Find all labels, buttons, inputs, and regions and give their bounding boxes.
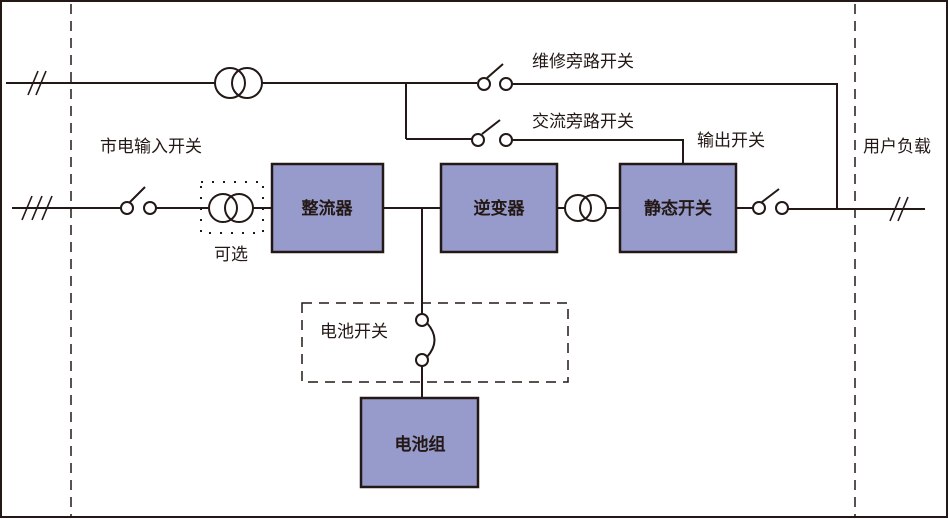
bypass-transformer-icon	[214, 67, 263, 99]
maintenance-bypass-switch-icon	[477, 63, 513, 91]
battery-label: 电池组	[395, 434, 446, 455]
user-load-label: 用户负载	[863, 137, 931, 157]
output-transformer-icon	[564, 194, 607, 222]
battery-block	[359, 396, 480, 489]
ac-bypass-switch-icon	[471, 119, 513, 147]
maintenance-bypass-switch-label: 维修旁路开关	[532, 52, 634, 72]
input-transformer-icon	[208, 193, 254, 223]
two-phase-output-marker-icon	[889, 196, 909, 222]
mains-input-switch-label: 市电输入开关	[100, 137, 202, 157]
output-switch-label: 输出开关	[697, 131, 765, 151]
optional-dotted-box	[200, 181, 264, 234]
battery-switch-label: 电池开关	[320, 322, 388, 342]
battery-switch-dashed-box	[301, 302, 569, 383]
rectifier-block	[270, 162, 385, 254]
mains-input-switch-icon	[120, 186, 157, 215]
output-switch-icon	[752, 188, 789, 215]
inverter-label: 逆变器	[474, 198, 526, 219]
static-switch-label: 静态开关	[644, 198, 712, 219]
inverter-block	[439, 162, 559, 254]
ac-bypass-switch-label: 交流旁路开关	[532, 112, 634, 132]
optional-label: 可选	[214, 245, 248, 265]
rectifier-label: 整流器	[302, 198, 354, 219]
three-phase-marker-icon	[21, 195, 53, 221]
battery-switch-icon	[415, 313, 436, 367]
two-phase-marker-icon	[27, 70, 47, 96]
